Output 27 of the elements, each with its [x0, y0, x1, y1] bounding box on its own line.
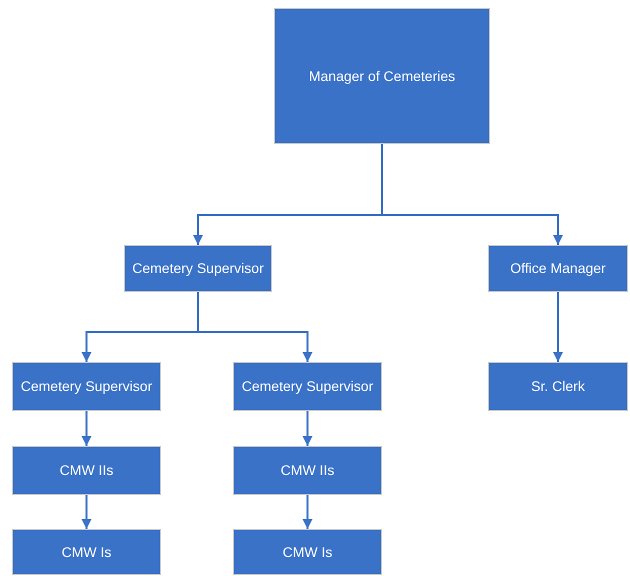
connector-arrow: [302, 495, 312, 529]
org-box: [488, 362, 628, 411]
role-title: CMW IIs: [60, 461, 114, 480]
connector-arrow: [82, 411, 92, 446]
role-title: CMW IIs: [280, 461, 334, 480]
connector-arrow: [553, 292, 563, 362]
role-title: Cemetery Supervisor: [242, 377, 374, 396]
role-title: Manager of Cemeteries: [308, 66, 456, 86]
role-title: Office Manager: [510, 259, 606, 278]
role-title: CMW Is: [282, 542, 332, 562]
connector-arrow: [302, 411, 312, 446]
connector-arrow: [197, 292, 312, 362]
org-box: [233, 529, 382, 575]
role-title: Cemetery Supervisor: [20, 377, 152, 396]
role-title: CMW Is: [62, 542, 112, 562]
org-box: [12, 362, 161, 411]
org-box: [488, 245, 628, 292]
org-box: [124, 245, 272, 292]
role-title: Cemetery Supervisor: [132, 259, 264, 278]
org-box: [233, 446, 382, 495]
org-box: [274, 8, 490, 144]
connector-arrow: [381, 144, 563, 245]
org-box: [12, 529, 161, 575]
connector-arrow: [82, 495, 92, 529]
org-box: [12, 446, 161, 495]
org-box: [233, 362, 382, 411]
role-title: Sr. Clerk: [531, 377, 585, 396]
